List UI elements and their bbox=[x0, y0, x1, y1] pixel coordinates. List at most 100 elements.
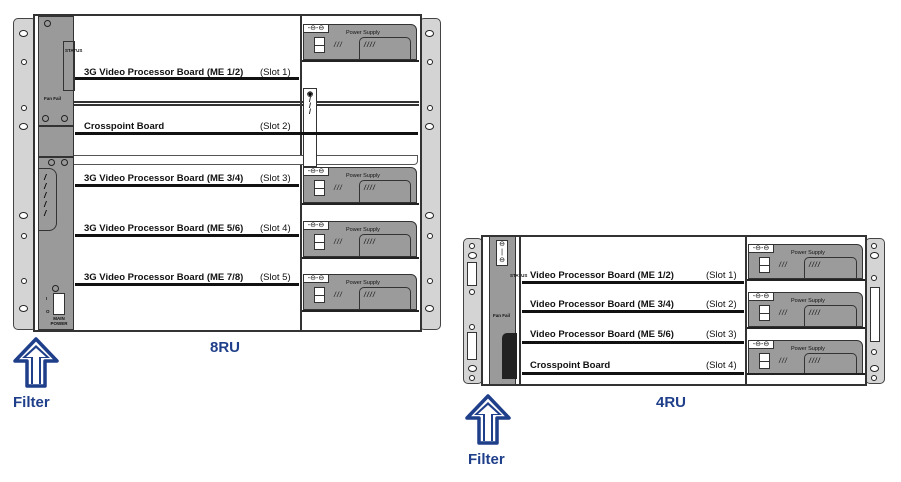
ps-switch[interactable] bbox=[759, 353, 770, 369]
ps-rail bbox=[747, 373, 865, 375]
airflow-arrow-icon bbox=[13, 337, 59, 388]
ps-rail bbox=[747, 279, 865, 281]
filter-label: Filter bbox=[468, 451, 505, 468]
mount-hole bbox=[21, 278, 27, 284]
rack-ear-right bbox=[865, 238, 885, 384]
fan-latch[interactable]: ⊖|⊖ bbox=[496, 240, 508, 266]
crosspoint-board-edge bbox=[74, 155, 418, 165]
ps-rail bbox=[302, 203, 419, 205]
slot-label: (Slot 1) bbox=[260, 67, 291, 78]
fan-panel-top[interactable]: STATUS Fan Fail bbox=[38, 16, 82, 126]
mount-hole bbox=[425, 30, 434, 37]
ps-handle[interactable]: -⊖-⊖ bbox=[303, 24, 329, 33]
divider bbox=[519, 236, 521, 385]
rack-ear-right bbox=[419, 18, 441, 330]
slot-label: (Slot 1) bbox=[706, 270, 737, 281]
ps-switch[interactable] bbox=[314, 287, 325, 303]
power-supply-label: Power Supply bbox=[346, 30, 380, 36]
mount-hole bbox=[425, 123, 434, 130]
fan-fail-label: Fan Fail bbox=[44, 96, 62, 101]
power-supply[interactable]: -⊖-⊖Power Supply/////// bbox=[748, 292, 863, 327]
mount-hole bbox=[19, 30, 28, 37]
mount-hole bbox=[427, 105, 433, 111]
handle-slot bbox=[467, 262, 477, 286]
ps-switch[interactable] bbox=[314, 234, 325, 250]
slot-5-rail bbox=[75, 283, 299, 286]
mount-hole bbox=[469, 375, 475, 381]
fan-handle[interactable]: ///// bbox=[39, 168, 57, 231]
ps-handle[interactable]: -⊖-⊖ bbox=[303, 221, 329, 230]
power-on-label: I bbox=[46, 296, 48, 301]
screw bbox=[61, 115, 68, 122]
screw bbox=[44, 20, 51, 27]
power-supply-label: Power Supply bbox=[346, 227, 380, 233]
divider bbox=[745, 236, 747, 385]
rack-ear-left bbox=[463, 238, 483, 384]
ps-switch[interactable] bbox=[759, 257, 770, 273]
slot-label: (Slot 2) bbox=[706, 299, 737, 310]
mount-hole bbox=[469, 324, 475, 330]
slot-label: (Slot 5) bbox=[260, 272, 291, 283]
slot-4-rail bbox=[75, 234, 299, 237]
power-off-label: O bbox=[46, 309, 50, 314]
slot-2-rail bbox=[75, 132, 418, 135]
slot-1-rail bbox=[522, 281, 744, 284]
ps-handle[interactable]: -⊖-⊖ bbox=[748, 340, 774, 349]
slot-label: (Slot 4) bbox=[260, 223, 291, 234]
screw bbox=[61, 159, 68, 166]
mount-hole bbox=[425, 212, 434, 219]
ps-handle[interactable]: -⊖-⊖ bbox=[303, 167, 329, 176]
ps-handle[interactable]: -⊖-⊖ bbox=[748, 292, 774, 301]
slot-label: (Slot 3) bbox=[260, 173, 291, 184]
slot-label: (Slot 2) bbox=[260, 121, 291, 132]
mount-hole bbox=[871, 349, 877, 355]
ps-switch[interactable] bbox=[314, 180, 325, 196]
mount-hole bbox=[871, 243, 877, 249]
rack-size-label: 4RU bbox=[656, 394, 687, 411]
status-label: STATUS bbox=[510, 273, 527, 278]
status-window bbox=[63, 41, 75, 91]
mount-hole bbox=[468, 365, 477, 372]
slot-2-rail bbox=[522, 310, 744, 313]
ps-switch[interactable] bbox=[314, 37, 325, 53]
mount-hole bbox=[427, 59, 433, 65]
board-label: Video Processor Board (ME 1/2) bbox=[530, 270, 674, 281]
ps-rail bbox=[747, 327, 865, 329]
slot-4-rail bbox=[522, 372, 744, 375]
rack-size-label: 8RU bbox=[210, 339, 241, 356]
fan-panel-bottom[interactable]: ///// I O MAIN POWER bbox=[38, 157, 74, 330]
fan-panel[interactable]: ⊖|⊖ STATUS Fan Fail bbox=[489, 236, 527, 385]
board-label: 3G Video Processor Board (ME 7/8) bbox=[84, 272, 244, 283]
slot-label: (Slot 3) bbox=[706, 329, 737, 340]
mount-hole bbox=[427, 278, 433, 284]
mount-hole bbox=[19, 212, 28, 219]
power-supply[interactable]: -⊖-⊖Power Supply/////// bbox=[303, 221, 417, 257]
mount-hole bbox=[427, 233, 433, 239]
fan-panel-middle bbox=[38, 126, 74, 157]
main-power-switch[interactable] bbox=[53, 293, 65, 315]
power-supply[interactable]: -⊖-⊖Power Supply/////// bbox=[303, 274, 417, 310]
fan-fail-label: Fan Fail bbox=[493, 313, 511, 318]
airflow-arrow-icon bbox=[465, 394, 511, 445]
power-supply[interactable]: -⊖-⊖Power Supply/////// bbox=[303, 24, 417, 60]
ps-handle[interactable]: -⊖-⊖ bbox=[748, 244, 774, 253]
power-supply-label: Power Supply bbox=[791, 346, 825, 352]
fan-grille bbox=[502, 333, 517, 379]
ps-handle[interactable]: -⊖-⊖ bbox=[303, 274, 329, 283]
screw bbox=[48, 159, 55, 166]
slot-label: (Slot 4) bbox=[706, 360, 737, 371]
power-supply[interactable]: -⊖-⊖Power Supply/////// bbox=[303, 167, 417, 203]
ps-rail bbox=[302, 257, 419, 259]
power-supply-label: Power Supply bbox=[791, 298, 825, 304]
mount-hole bbox=[469, 243, 475, 249]
ps-switch[interactable] bbox=[759, 305, 770, 321]
mount-hole bbox=[19, 123, 28, 130]
mount-hole bbox=[425, 305, 434, 312]
handle[interactable] bbox=[870, 287, 880, 342]
crosspoint-interface[interactable]: ◉/// bbox=[303, 88, 317, 167]
divider bbox=[300, 15, 302, 331]
board-label: 3G Video Processor Board (ME 3/4) bbox=[84, 173, 244, 184]
power-supply[interactable]: -⊖-⊖Power Supply/////// bbox=[748, 340, 863, 374]
slot-1-rail bbox=[75, 77, 299, 80]
power-supply[interactable]: -⊖-⊖Power Supply/////// bbox=[748, 244, 863, 279]
